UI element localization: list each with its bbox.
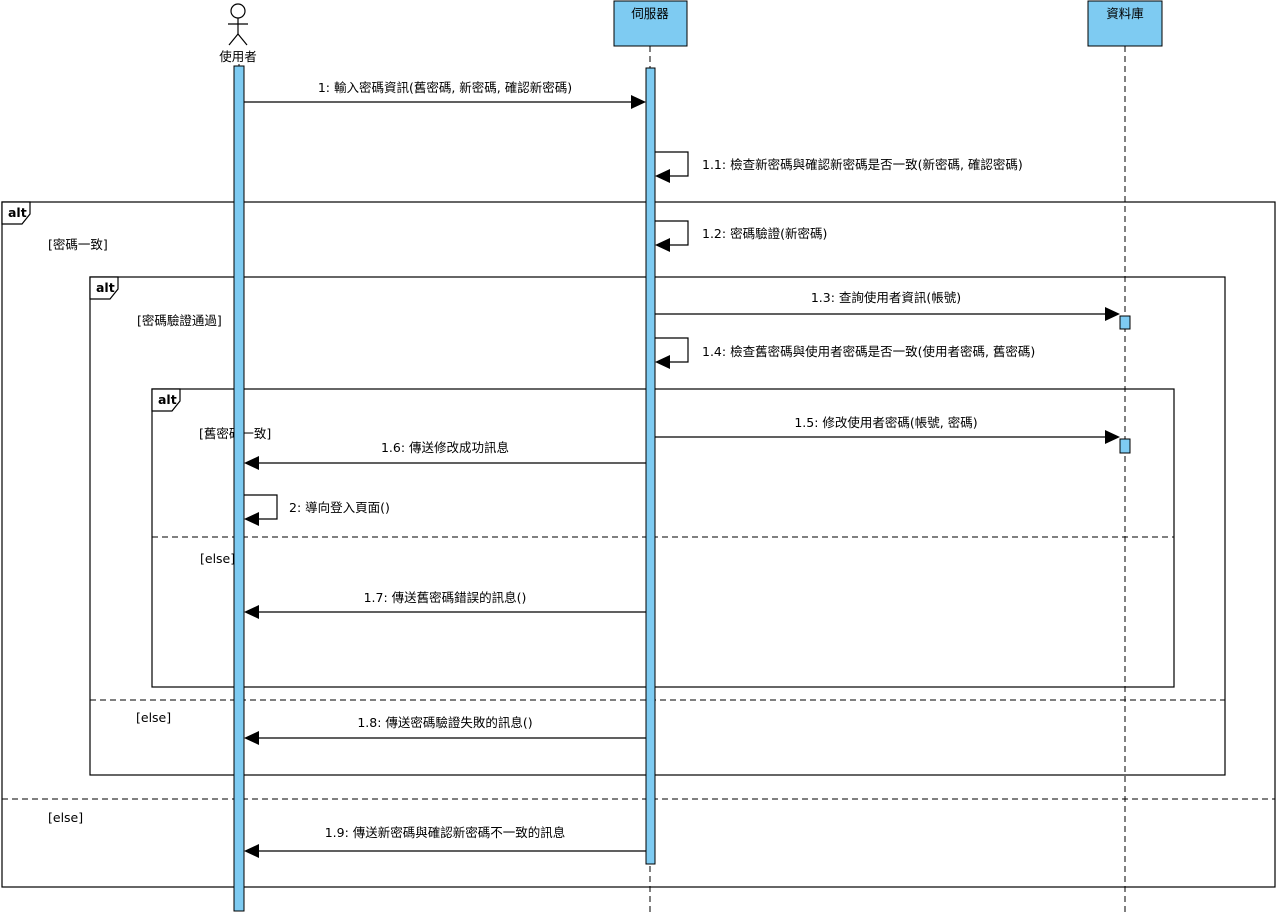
message-1-5: 1.5: 修改使用者密碼(帳號, 密碼) <box>655 415 1120 444</box>
message-1: 1: 輸入密碼資訊(舊密碼, 新密碼, 確認新密碼) <box>244 80 646 109</box>
database-activation-query <box>1119 315 1131 330</box>
message-1-3: 1.3: 查詢使用者資訊(帳號) <box>655 290 1120 321</box>
message-1-9-label: 1.9: 傳送新密碼與確認新密碼不一致的訊息 <box>325 825 566 840</box>
database-activation-update <box>1119 438 1131 454</box>
alt-tab-middle: alt <box>89 276 119 300</box>
message-2: 2: 導向登入頁面() <box>244 494 390 526</box>
message-1-7-label: 1.7: 傳送舊密碼錯誤的訊息() <box>364 590 527 605</box>
message-1-8-label: 1.8: 傳送密碼驗證失敗的訊息() <box>357 715 532 730</box>
server-name: 伺服器 <box>631 6 669 21</box>
actor-figure: 使用者 <box>219 3 257 64</box>
message-1-3-label: 1.3: 查詢使用者資訊(帳號) <box>811 290 961 305</box>
alt-frame-middle <box>89 276 1226 776</box>
guard-else-inner-label: [else] <box>200 551 235 566</box>
message-1-6-label: 1.6: 傳送修改成功訊息 <box>381 440 509 455</box>
guard-password-match-label: [密碼一致] <box>48 237 108 252</box>
message-1-1-label: 1.1: 檢查新密碼與確認新密碼是否一致(新密碼, 確認密碼) <box>702 157 1023 172</box>
message-1-6: 1.6: 傳送修改成功訊息 <box>244 440 646 470</box>
alt-tab-outer: alt <box>1 201 31 225</box>
guard-validation-passed-label: [密碼驗證通過] <box>137 313 222 328</box>
server-activation <box>645 67 656 865</box>
alt-tab-inner: alt <box>151 388 181 412</box>
database-name: 資料庫 <box>1106 6 1144 21</box>
message-1-1: 1.1: 檢查新密碼與確認新密碼是否一致(新密碼, 確認密碼) <box>655 151 1023 183</box>
message-1-label: 1: 輸入密碼資訊(舊密碼, 新密碼, 確認新密碼) <box>318 80 572 95</box>
actor-name: 使用者 <box>219 49 257 64</box>
actor-activation <box>233 65 245 912</box>
alt-frame-inner <box>151 388 1175 688</box>
message-1-4: 1.4: 檢查舊密碼與使用者密碼是否一致(使用者密碼, 舊密碼) <box>655 337 1035 369</box>
alt-frame-outer <box>1 201 1276 888</box>
message-1-2-label: 1.2: 密碼驗證(新密碼) <box>702 226 827 241</box>
message-1-4-label: 1.4: 檢查舊密碼與使用者密碼是否一致(使用者密碼, 舊密碼) <box>702 344 1035 359</box>
server-head: 伺服器 <box>613 0 688 47</box>
message-1-5-label: 1.5: 修改使用者密碼(帳號, 密碼) <box>794 415 977 430</box>
alt-tab-middle-label: alt <box>96 280 115 295</box>
guard-validation-passed: [密碼驗證通過] <box>133 310 241 330</box>
message-2-label: 2: 導向登入頁面() <box>289 500 390 515</box>
guard-else-middle-label: [else] <box>136 710 171 725</box>
message-1-2: 1.2: 密碼驗證(新密碼) <box>655 220 827 252</box>
guard-else-outer-label: [else] <box>48 810 83 825</box>
alt-tab-inner-label: alt <box>158 392 177 407</box>
message-1-7: 1.7: 傳送舊密碼錯誤的訊息() <box>244 590 646 619</box>
message-1-9: 1.9: 傳送新密碼與確認新密碼不一致的訊息 <box>244 825 646 858</box>
guard-password-match: [密碼一致] <box>48 237 108 252</box>
message-1-8: 1.8: 傳送密碼驗證失敗的訊息() <box>244 715 646 745</box>
database-head: 資料庫 <box>1087 0 1163 47</box>
alt-tab-outer-label: alt <box>8 205 27 220</box>
actor-head-icon <box>230 3 246 19</box>
